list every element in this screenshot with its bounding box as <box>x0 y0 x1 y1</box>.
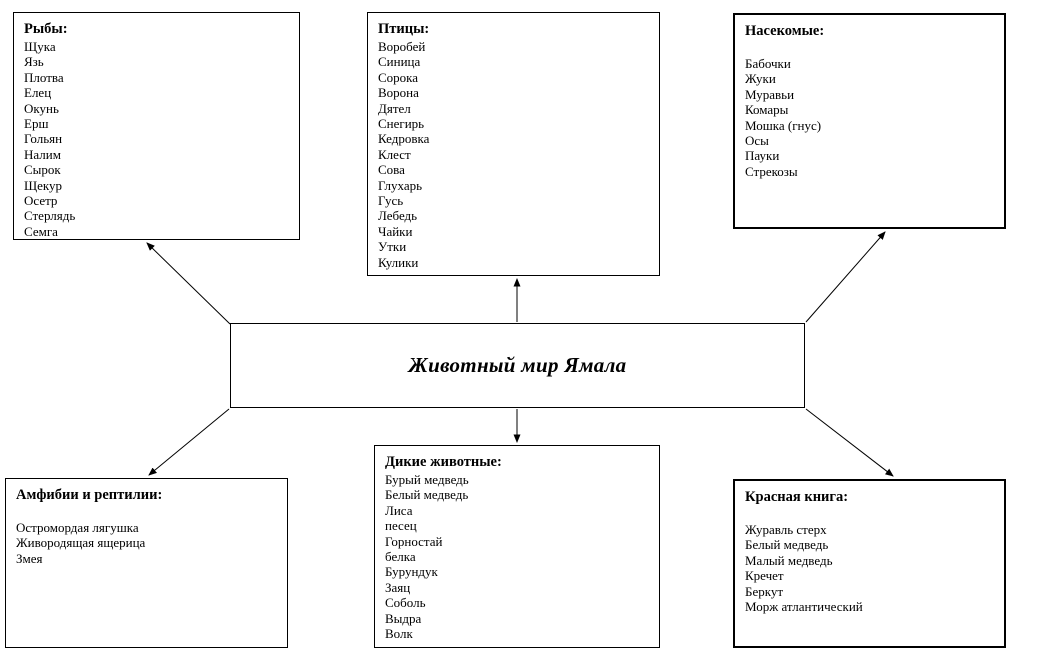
list-item: Бурундук <box>385 564 438 580</box>
list-item: Щука <box>24 39 56 54</box>
list-item: Дятел <box>378 100 411 116</box>
diagram-title: Животный мир Ямала <box>408 353 627 377</box>
list-item: Снегирь <box>378 116 425 132</box>
list-item: Пауки <box>745 148 780 164</box>
fish-box-title: Рыбы: <box>24 21 68 37</box>
insects-box-title: Насекомые: <box>745 23 825 39</box>
list-item: Сова <box>378 162 405 178</box>
list-item: Бурый медведь <box>385 472 469 487</box>
list-item: Волк <box>385 626 413 642</box>
list-item: белка <box>385 549 416 565</box>
birds-box: Птицы: Воробей Синица Сорока Ворона Дяте… <box>367 12 660 276</box>
fish-box: Рыбы: Щука Язь Плотва Елец Окунь Ерш Гол… <box>13 12 300 240</box>
list-item: Бабочки <box>745 56 791 71</box>
list-item: Осы <box>745 133 769 149</box>
list-item: Журавль стерх <box>745 522 827 537</box>
arrow-center-to-insects <box>805 231 886 323</box>
list-item: Малый медведь <box>745 552 833 568</box>
list-item: Змея <box>16 550 43 566</box>
list-item: Синица <box>378 54 421 70</box>
list-item: Ерш <box>24 116 49 132</box>
list-item: Муравьи <box>745 86 795 102</box>
list-item: Глухарь <box>378 177 423 193</box>
list-item: Комары <box>745 102 789 118</box>
list-item: Морж атлантический <box>745 599 863 615</box>
list-item: Живородящая ящерица <box>16 535 146 551</box>
birds-box-title: Птицы: <box>378 21 430 37</box>
list-item: Налим <box>24 146 61 162</box>
arrow-center-to-fish <box>146 242 231 325</box>
list-item: Клест <box>378 146 411 162</box>
list-item: Сорока <box>378 69 419 85</box>
list-item: Лебедь <box>378 208 418 224</box>
list-item: Горностай <box>385 533 443 549</box>
list-item: Соболь <box>385 595 426 611</box>
list-item: Мошка (гнус) <box>745 117 822 133</box>
amphibians-box-title: Амфибии и рептилии: <box>16 487 163 503</box>
list-item: Плотва <box>24 69 64 85</box>
list-item: Ворона <box>378 85 419 101</box>
list-item: Стерлядь <box>24 208 76 224</box>
list-item: Кречет <box>745 568 784 584</box>
list-item: песец <box>385 518 417 534</box>
list-item: Белый медведь <box>745 537 829 553</box>
wild-animals-box: Дикие животные: Бурый медведь Белый медв… <box>374 445 660 648</box>
center-title-box: Животный мир Ямала <box>230 323 805 408</box>
list-item: Чайки <box>378 223 413 239</box>
list-item: Белый медведь <box>385 487 469 503</box>
list-item: Елец <box>24 85 52 101</box>
list-item: Утки <box>378 239 407 255</box>
list-item: Лиса <box>385 502 413 518</box>
list-item: Заяц <box>385 579 411 595</box>
red-book-box-title: Красная книга: <box>745 489 849 505</box>
list-item: Сырок <box>24 162 61 178</box>
red-book-box: Красная книга: Журавль стерх Белый медве… <box>733 479 1006 648</box>
list-item: Стрекозы <box>745 163 798 179</box>
arrow-center-to-amphibians <box>148 408 230 476</box>
list-item: Щекур <box>24 177 63 193</box>
list-item: Остромордая лягушка <box>16 520 139 535</box>
list-item: Кедровка <box>378 131 430 147</box>
amphibians-box: Амфибии и рептилии: Остромордая лягушка … <box>5 478 288 648</box>
list-item: Окунь <box>24 100 59 116</box>
list-item: Кулики <box>378 254 419 270</box>
list-item: Гольян <box>24 131 63 147</box>
insects-box: Насекомые: Бабочки Жуки Муравьи Комары М… <box>733 13 1006 229</box>
arrow-center-to-redbook <box>805 408 894 477</box>
list-item: Беркут <box>745 583 784 599</box>
list-item: Язь <box>24 54 44 70</box>
wild-animals-box-title: Дикие животные: <box>385 454 502 470</box>
list-item: Воробей <box>378 39 426 54</box>
list-item: Гусь <box>378 193 404 209</box>
list-item: Семга <box>24 223 58 239</box>
list-item: Осетр <box>24 193 58 209</box>
list-item: Выдра <box>385 610 422 626</box>
list-item: Жуки <box>745 71 776 87</box>
